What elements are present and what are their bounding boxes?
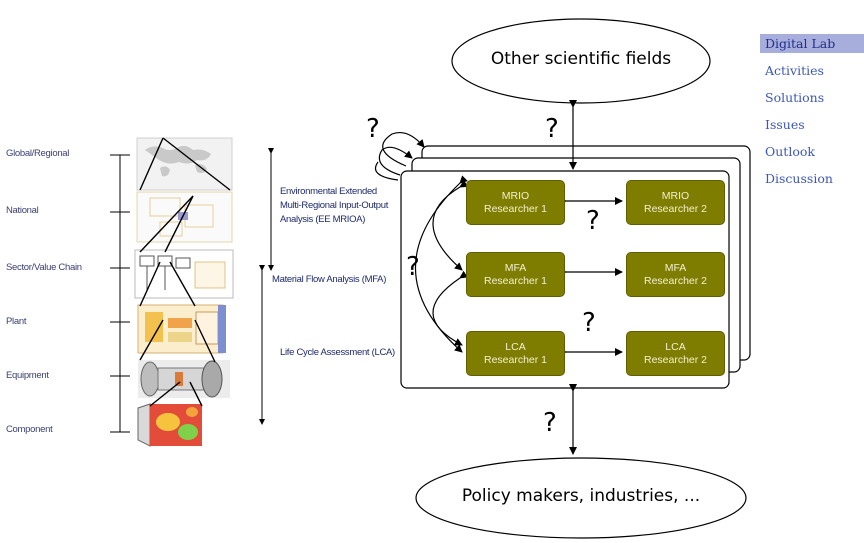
plant-image [137,304,226,354]
mfa-researcher-1-role: Researcher 1 [483,274,548,287]
method-label-eemrioa-line1: Environmental Extended [280,186,377,197]
question-mark-bottom: ? [543,408,557,438]
mfa-researcher-2: MFA Researcher 2 [626,252,725,297]
nav-item-discussion[interactable]: Discussion [765,171,833,186]
scale-label-national: National [6,205,39,216]
method-label-mfa: Material Flow Analysis (MFA) [272,274,387,285]
zoom-lines [139,137,231,407]
nav-item-digital-lab[interactable]: Digital Lab [760,34,864,53]
question-mark-top: ? [545,114,559,144]
scale-label-sector: Sector/Value Chain [6,262,82,273]
mrio-researcher-1-role: Researcher 1 [483,202,548,215]
researcher-arrows [415,175,623,356]
equipment-image [138,360,230,398]
scale-label-global: Global/Regional [6,148,70,159]
question-mark-panels: ? [366,114,380,144]
policy-makers-label: Policy makers, industries, ... [461,486,701,506]
lca-researcher-2: LCA Researcher 2 [626,331,725,376]
mrio-researcher-2-role: Researcher 2 [643,202,708,215]
method-label-lca: Life Cycle Assessment (LCA) [280,347,395,358]
method-label-eemrioa-line3: Analysis (EE MRIOA) [280,214,366,225]
method-range-arrows [259,148,274,425]
question-mark-mrio: ? [586,206,600,236]
mrio-researcher-2: MRIO Researcher 2 [626,180,725,225]
method-label-eemrioa: Environmental Extended Multi-Regional In… [280,185,400,227]
component-image [137,403,202,447]
mrio-researcher-2-method: MRIO [661,189,690,202]
lca-researcher-1: LCA Researcher 1 [466,331,565,376]
lca-researcher-1-role: Researcher 1 [483,353,548,366]
scale-label-plant: Plant [6,316,27,327]
method-label-eemrioa-line2: Multi-Regional Input-Output [280,200,389,211]
mfa-researcher-1-method: MFA [504,261,527,274]
value-chain-image [134,249,234,299]
scale-axis [110,154,130,433]
lca-researcher-2-role: Researcher 2 [643,353,708,366]
lca-researcher-1-method: LCA [505,340,526,353]
panel-loop-arrows [374,131,425,181]
other-fields-ellipse [451,18,711,104]
section-nav: Digital Lab Activities Solutions Issues … [760,34,864,196]
scale-label-component: Component [6,424,53,435]
nav-item-solutions[interactable]: Solutions [765,90,825,105]
national-map-image [136,191,233,243]
mfa-researcher-2-method: MFA [664,261,687,274]
nav-item-outlook[interactable]: Outlook [765,144,815,159]
mrio-researcher-1-method: MRIO [501,189,530,202]
mfa-researcher-2-role: Researcher 2 [643,274,708,287]
other-fields-label: Other scientific fields [490,49,672,69]
mrio-researcher-1: MRIO Researcher 1 [466,180,565,225]
world-map-image [136,137,233,191]
question-mark-methods: ? [406,252,420,282]
policy-makers-ellipse [415,457,747,539]
mfa-researcher-1: MFA Researcher 1 [466,252,565,297]
nav-item-issues[interactable]: Issues [765,117,805,132]
question-mark-lca: ? [582,308,596,338]
lca-researcher-2-method: LCA [665,340,686,353]
scale-thumbnails [134,137,234,447]
scale-label-equipment: Equipment [6,370,49,381]
nav-item-activities[interactable]: Activities [765,63,824,78]
